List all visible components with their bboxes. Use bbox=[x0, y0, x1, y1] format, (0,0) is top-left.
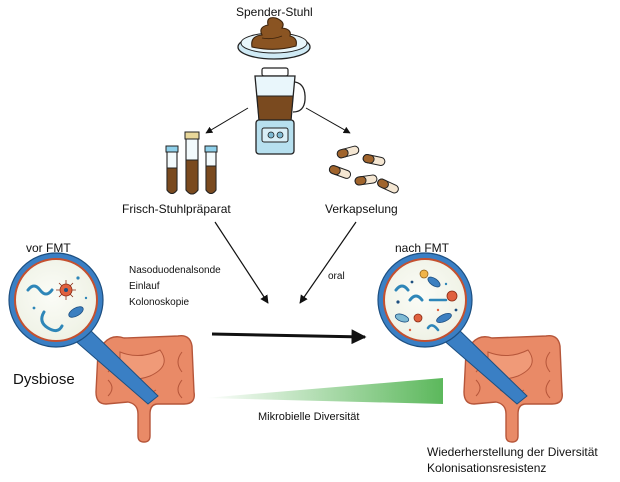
route-colonoscopy: Kolonoskopie bbox=[129, 297, 190, 308]
main-transition-arrow bbox=[211, 329, 367, 345]
arrow-to-fresh bbox=[205, 107, 249, 134]
outcome-restoration: Wiederherstellung der Diversität bbox=[427, 445, 598, 459]
dysbiosis-microbes bbox=[26, 276, 88, 333]
arrow-to-capsules bbox=[305, 107, 351, 134]
blender-icon bbox=[254, 67, 306, 155]
route-oral: oral bbox=[328, 271, 345, 282]
dysbiosis-label: Dysbiose bbox=[13, 371, 75, 388]
route-nasoduodenal: Nasoduodenalsonde bbox=[129, 265, 221, 276]
stool-icon bbox=[251, 17, 297, 50]
route-enema: Einlauf bbox=[129, 281, 160, 292]
encapsulation-label: Verkapselung bbox=[325, 202, 398, 216]
donor-stool-label: Spender-Stuhl bbox=[236, 5, 313, 19]
test-tubes-icon bbox=[165, 131, 218, 195]
diverse-microbes bbox=[394, 269, 458, 332]
arrow-fresh-to-center bbox=[214, 221, 269, 304]
arrow-capsules-to-center bbox=[299, 221, 357, 304]
capsules-icon bbox=[328, 145, 399, 194]
diversity-label: Mikrobielle Diversität bbox=[258, 411, 360, 423]
outcome-resistance: Kolonisationsresistenz bbox=[427, 461, 547, 475]
magnifier-right-icon bbox=[377, 252, 528, 405]
diversity-gradient bbox=[205, 378, 443, 404]
magnifier-left-icon bbox=[8, 252, 159, 405]
after-fmt-label: nach FMT bbox=[395, 241, 450, 255]
fresh-stool-label: Frisch-Stuhlpräparat bbox=[122, 202, 231, 216]
before-fmt-label: vor FMT bbox=[26, 241, 71, 255]
